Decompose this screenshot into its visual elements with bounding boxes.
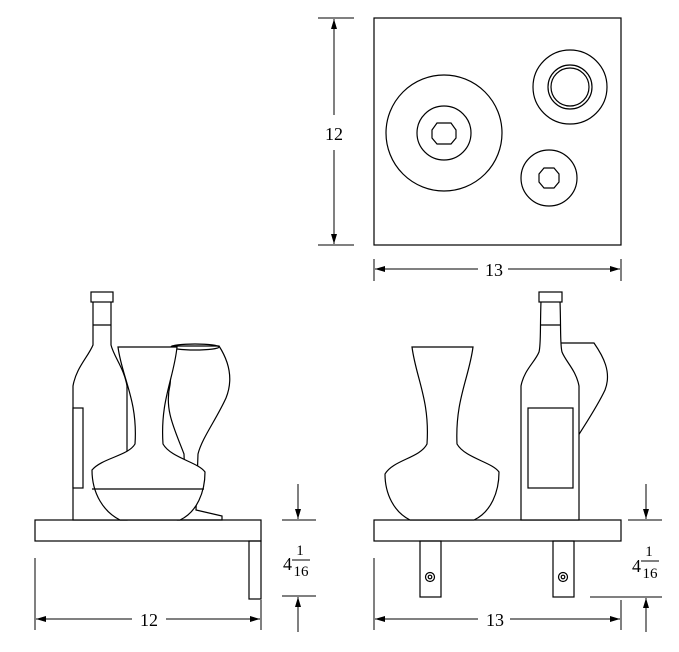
side-height-denominator: 16 [643,566,659,582]
plan-view: 12 13 [318,17,622,281]
glass-rim-circle [550,67,590,107]
side-wine-glass [560,342,609,437]
plate-center-octagon [431,122,457,145]
plan-outline [373,17,622,246]
front-height-denominator: 16 [294,564,310,580]
side-bottle-cap [538,291,563,303]
side-bottle-label [527,407,574,489]
plate-outer-circle [385,74,503,192]
side-bracket-left [419,540,442,598]
side-view: 4 1 16 13 [373,291,662,632]
front-height-numerator: 1 [296,543,304,559]
bottle-center-octagon [538,167,560,189]
plan-height-dimension: 12 [325,124,343,144]
plate-inner-circle [416,105,472,161]
glass-inner-circle [547,64,593,110]
glass-outer-circle [532,49,608,125]
front-width-dimension: 12 [140,610,158,630]
front-shelf-board [34,519,262,542]
front-bottle-label [72,407,84,489]
side-carafe [384,346,500,521]
front-height-whole: 4 [283,554,292,574]
plan-width-dimension: 13 [485,260,503,280]
side-bracket-right [552,540,575,598]
side-height-whole: 4 [632,556,641,576]
side-height-numerator: 1 [645,544,653,560]
front-bottle-cap [90,291,114,303]
front-view: 4 1 16 12 [34,291,316,632]
side-shelf-board [373,519,622,542]
front-carafe [91,346,206,521]
side-width-dimension: 13 [486,610,504,630]
front-bracket [248,540,262,600]
bottle-outer-circle [520,149,578,207]
